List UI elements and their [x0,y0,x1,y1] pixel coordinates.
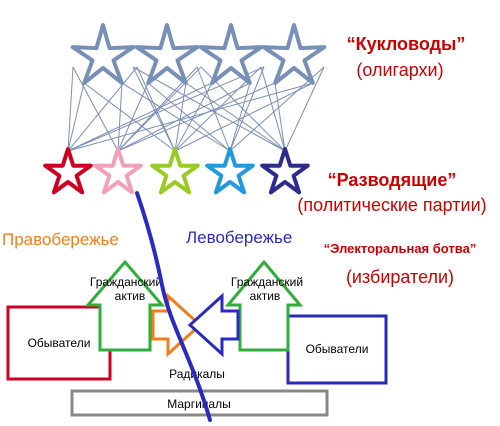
connection-line [132,66,286,152]
left-radicals-arrow [187,292,240,358]
party-star [150,147,200,195]
connection-line [67,82,85,152]
connection-line [67,82,213,152]
oligarch-star [261,23,327,85]
party-star [260,147,310,195]
oligarch-star [134,23,200,85]
oligarch-star [198,23,264,85]
connection-line [174,82,213,152]
connection-line [229,66,265,152]
handlers-title: “Разводящие” [328,170,457,190]
handlers-subtitle: (политические партии) [297,195,486,215]
connection-line [196,66,231,152]
connection-line [117,82,276,152]
connection-line [117,82,149,152]
party-star [93,147,143,195]
connection-line [260,66,286,152]
connection-line [67,82,314,152]
connection-line [67,66,138,152]
connection-line [284,66,325,152]
right-activist-arrow [224,259,304,352]
radicals-label: Радикалы [169,367,225,381]
oligarch-star [70,23,136,85]
connection-line [67,66,74,152]
connection-line [229,82,251,152]
connection-line [121,82,231,152]
left-bank-label: Левобережье [186,228,292,247]
philistines-right-label: Обыватели [306,342,369,356]
puppeteers-subtitle: (олигархи) [356,60,443,80]
voters-title: “Электоральная ботва” [324,241,477,256]
left-activist-arrow [84,259,166,352]
right-activist-label-line1: Гражданский [231,275,303,289]
right-bank-label: Правобережье [2,230,119,249]
connection-line [117,82,123,152]
connection-line [174,82,187,152]
connection-line [185,82,286,152]
connection-line [132,66,176,152]
left-activist-label-line2: актив [115,289,146,303]
party-star [43,147,93,195]
connection-line [274,82,286,152]
connection-lines [67,66,325,152]
connection-line [174,82,314,152]
oligarch-stars [70,23,327,85]
connection-line [83,82,176,152]
marginals-label: Маргиналы [167,397,231,411]
voters-subtitle: (избиратели) [346,267,454,287]
philistines-left-label: Обыватели [28,336,91,350]
connection-line [67,66,265,152]
left-activist-label-line1: Гражданский [90,275,162,289]
connection-line [117,82,251,152]
puppeteers-title: “Кукловоды” [347,34,466,54]
party-star [205,147,255,195]
bank-divider-line [135,191,212,422]
party-stars [43,147,310,195]
connection-line [72,66,119,152]
right-activist-label-line2: актив [250,289,281,303]
